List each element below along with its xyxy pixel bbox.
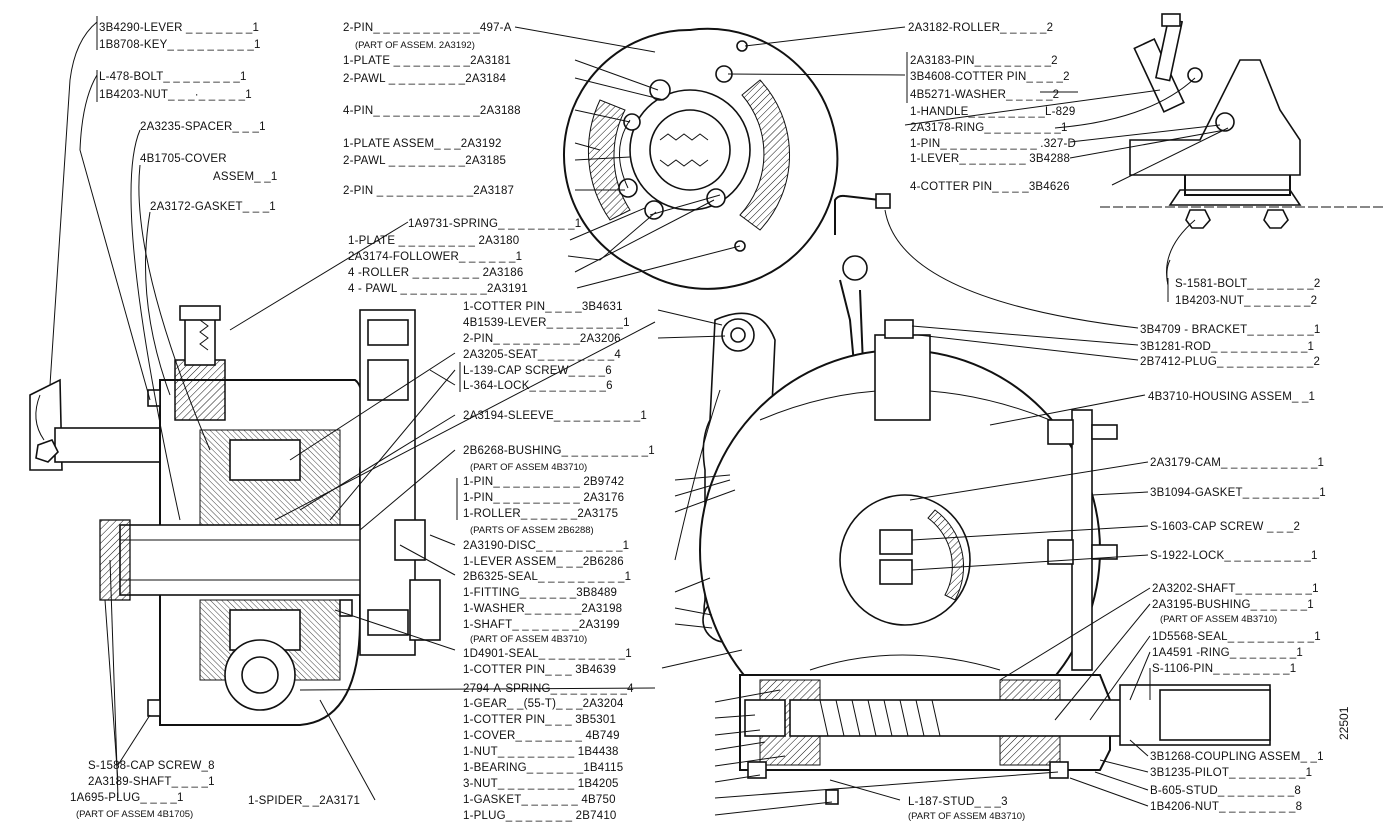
label-1a9731: 1A9731-SPRING_ _ _ _ _ _ _ _1 <box>408 218 581 230</box>
label-1a695-note: (PART OF ASSEM 4B1705) <box>76 809 193 820</box>
label-3b4288: 1-LEVER_ _ _ _ _ _ _ 3B4288 <box>910 153 1070 165</box>
label-2b7412: 2B7412-PLUG_ _ _ _ _ _ _ _ _ _2 <box>1140 356 1320 368</box>
label-s1581: S-1581-BOLT_ _ _ _ _ _ _2 <box>1175 278 1320 290</box>
label-1a4591: 1A4591 -RING_ _ _ _ _ _ _1 <box>1152 647 1303 659</box>
label-s1106: S-1106-PIN_ _ _ _ _ _ _ _1 <box>1152 663 1296 675</box>
label-3b8489: 1-FITTING_ _ _ _ _ _3B8489 <box>463 587 617 599</box>
label-2a3202: 2A3202-SHAFT_ _ _ _ _ _ _ _1 <box>1152 583 1319 595</box>
label-2a3199: 1-SHAFT_ _ _ _ _ _ _2A3199 <box>463 619 620 631</box>
label-1b4203-right: 1B4203-NUT_ _ _ _ _ _ _2 <box>1175 295 1317 307</box>
label-2a3198: 1-WASHER_ _ _ _ _ _2A3198 <box>463 603 622 615</box>
label-2a3172: 2A3172-GASKET_ _ _1 <box>150 201 276 213</box>
label-2b6325: 2B6325-SEAL_ _ _ _ _ _ _ _ _1 <box>463 571 631 583</box>
label-2a3184: 2-PAWL _ _ _ _ _ _ _ _2A3184 <box>343 73 506 85</box>
label-l478: L-478-BOLT_ _ _ _ _ _ _ _1 <box>99 71 247 83</box>
label-l187: L-187-STUD_ _ _3 <box>908 796 1008 808</box>
label-2b6268: 2B6268-BUSHING_ _ _ _ _ _ _ _ _1 <box>463 445 655 457</box>
label-3b4290: 3B4290-LEVER _ _ _ _ _ _ _1 <box>99 22 259 34</box>
label-3b1268: 3B1268-COUPLING ASSEM_ _1 <box>1150 751 1324 763</box>
label-2a3179: 2A3179-CAM_ _ _ _ _ _ _ _ _ _1 <box>1150 457 1324 469</box>
label-2a3190: 2A3190-DISC_ _ _ _ _ _ _ _ _1 <box>463 540 629 552</box>
label-2a3174: 2A3174-FOLLOWER_ _ _ _ _ _1 <box>348 251 522 263</box>
label-1a695: 1A695-PLUG_ _ _ _1 <box>70 792 184 804</box>
label-497a: 2-PIN_ _ _ _ _ _ _ _ _ _ _497-A <box>343 22 512 34</box>
label-2a3183: 2A3183-PIN_ _ _ _ _ _ _ _2 <box>910 55 1058 67</box>
label-3b1235: 3B1235-PILOT_ _ _ _ _ _ _ _1 <box>1150 767 1312 779</box>
label-4b750: 1-GASKET_ _ _ _ _ _ 4B750 <box>463 794 616 806</box>
label-2a3185: 2-PAWL _ _ _ _ _ _ _ _2A3185 <box>343 155 506 167</box>
label-1b4205: 3-NUT_ _ _ _ _ _ _ _ 1B4205 <box>463 778 619 790</box>
label-2a3206: 2-PIN_ _ _ _ _ _ _ _ _2A3206 <box>463 333 621 345</box>
label-2a3176: 1-PIN_ _ _ _ _ _ _ _ _ 2A3176 <box>463 492 624 504</box>
label-s1588: S-1588-CAP SCREW_8 <box>88 760 215 772</box>
label-2a3182: 2A3182-ROLLER_ _ _ _ _2 <box>908 22 1053 34</box>
leader-lines <box>49 21 1229 816</box>
label-2a3199-note: (PART OF ASSEM 4B3710) <box>470 634 587 645</box>
label-1b4206: 1B4206-NUT_ _ _ _ _ _ _ _8 <box>1150 801 1302 813</box>
label-2b6288-note: (PARTS OF ASSEM 2B6288) <box>470 525 594 536</box>
label-2b9742: 1-PIN_ _ _ _ _ _ _ _ _ 2B9742 <box>463 476 624 488</box>
label-4b1539: 4B1539-LEVER_ _ _ _ _ _ _ _1 <box>463 317 630 329</box>
label-4b749: 1-COVER_ _ _ _ _ _ _ 4B749 <box>463 730 620 742</box>
label-2b6286: 1-LEVER ASSEM_ _ _2B6286 <box>463 556 624 568</box>
label-497a-note: (PART OF ASSEM. 2A3192) <box>355 40 475 51</box>
label-3b4639: 1-COTTER PIN_ _ _ 3B4639 <box>463 664 616 676</box>
right-housing-assembly <box>699 312 1271 805</box>
label-l829: 1-HANDLE_ _ _ _ _ _ _ _L-829 <box>910 106 1075 118</box>
label-2a3186: 4 -ROLLER _ _ _ _ _ _ _ 2A3186 <box>348 267 523 279</box>
label-2a3191: 4 - PAWL _ _ _ _ _ _ _ _ _2A3191 <box>348 283 528 295</box>
label-2a3187: 2-PIN _ _ _ _ _ _ _ _ _ _2A3187 <box>343 185 514 197</box>
label-2a3178: 2A3178-RING_ _ _ _ _ _ _ _1 <box>910 122 1068 134</box>
label-b605: B-605-STUD_ _ _ _ _ _ _ _8 <box>1150 785 1301 797</box>
handle-bracket-assembly <box>1100 13 1385 229</box>
label-2a3194: 2A3194-SLEEVE_ _ _ _ _ _ _ _ _1 <box>463 410 647 422</box>
label-2b7410: 1-PLUG_ _ _ _ _ _ _ 2B7410 <box>463 810 617 822</box>
label-3b1281: 3B1281-ROD_ _ _ _ _ _ _ _ _ _1 <box>1140 341 1314 353</box>
label-3b4626: 4-COTTER PIN_ _ _ _3B4626 <box>910 181 1070 193</box>
label-4b5271: 4B5271-WASHER_ _ _ _ _2 <box>910 89 1059 101</box>
figure-number: 22501 <box>1337 706 1351 740</box>
label-1b4438: 1-NUT_ _ _ _ _ _ _ _ 1B4438 <box>463 746 619 758</box>
left-section-assembly <box>29 305 441 726</box>
label-2a3195: 2A3195-BUSHING_ _ _ _ _ _1 <box>1152 599 1314 611</box>
label-2a3205: 2A3205-SEAT_ _ _ _ _ _ _ _4 <box>463 349 621 361</box>
label-4b1705: 4B1705-COVER <box>140 153 227 165</box>
label-3b1094: 3B1094-GASKET_ _ _ _ _ _ _ _1 <box>1150 487 1326 499</box>
label-327d: 1-PIN_ _ _ _ _ _ _ _ _ _ .327-D <box>910 138 1076 150</box>
label-2a3171: 1-SPIDER_ _2A3171 <box>248 795 360 807</box>
label-s1922: S-1922-LOCK_ _ _ _ _ _ _ _ _1 <box>1150 550 1318 562</box>
label-2a3192: 1-PLATE ASSEM_ _ _2A3192 <box>343 138 502 150</box>
label-1b8708: 1B8708-KEY_ _ _ _ _ _ _ _ _1 <box>99 39 261 51</box>
label-2a3188: 4-PIN_ _ _ _ _ _ _ _ _ _ _2A3188 <box>343 105 521 117</box>
label-2a3189: 2A3189-SHAFT_ _ _ _1 <box>88 776 215 788</box>
label-l187-note: (PART OF ASSEM 4B3710) <box>908 811 1025 822</box>
label-2a3195-note: (PART OF ASSEM 4B3710) <box>1160 614 1277 625</box>
label-2794a: 2794-A-SPRING_ _ _ _ _ _ _ _4 <box>463 683 634 695</box>
label-1d4901: 1D4901-SEAL_ _ _ _ _ _ _ _ _1 <box>463 648 632 660</box>
label-l364: L-364-LOCK_ _ _ _ _ _ _ _6 <box>463 380 613 392</box>
part-labels: 3B4290-LEVER _ _ _ _ _ _ _1 1B8708-KEY_ … <box>70 16 1351 822</box>
label-4b1705-assem: ASSEM_ _1 <box>213 171 277 183</box>
label-l139: L-139-CAP SCREW_ _ _ _6 <box>463 365 612 377</box>
label-1b4115: 1-BEARING_ _ _ _ _ _1B4115 <box>463 762 623 774</box>
label-2a3175: 1-ROLLER_ _ _ _ _ _2A3175 <box>463 508 618 520</box>
label-2a3181: 1-PLATE _ _ _ _ _ _ _ _2A3181 <box>343 55 511 67</box>
label-3b4608: 3B4608-COTTER PIN_ _ _ _2 <box>910 71 1070 83</box>
label-3b4709: 3B4709 - BRACKET_ _ _ _ _ _ _1 <box>1140 324 1321 336</box>
label-2a3235: 2A3235-SPACER_ _ _1 <box>140 121 266 133</box>
label-2a3204: 1-GEAR_ _(55-T)_ _ _2A3204 <box>463 698 624 710</box>
label-3b4631: 1-COTTER PIN_ _ _ _3B4631 <box>463 301 623 313</box>
label-s1603: S-1603-CAP SCREW _ _ _2 <box>1150 521 1300 533</box>
label-1d5568: 1D5568-SEAL_ _ _ _ _ _ _ _ _1 <box>1152 631 1321 643</box>
label-3b5301: 1-COTTER PIN_ _ _ 3B5301 <box>463 714 616 726</box>
label-4b3710: 4B3710-HOUSING ASSEM_ _1 <box>1148 391 1315 403</box>
label-2a3180: 1-PLATE _ _ _ _ _ _ _ _ 2A3180 <box>348 235 519 247</box>
label-2b6268-note: (PART OF ASSEM 4B3710) <box>470 462 587 473</box>
label-1b4203-left: 1B4203-NUT_ _ _·_ _ _ _ _1 <box>99 89 252 101</box>
